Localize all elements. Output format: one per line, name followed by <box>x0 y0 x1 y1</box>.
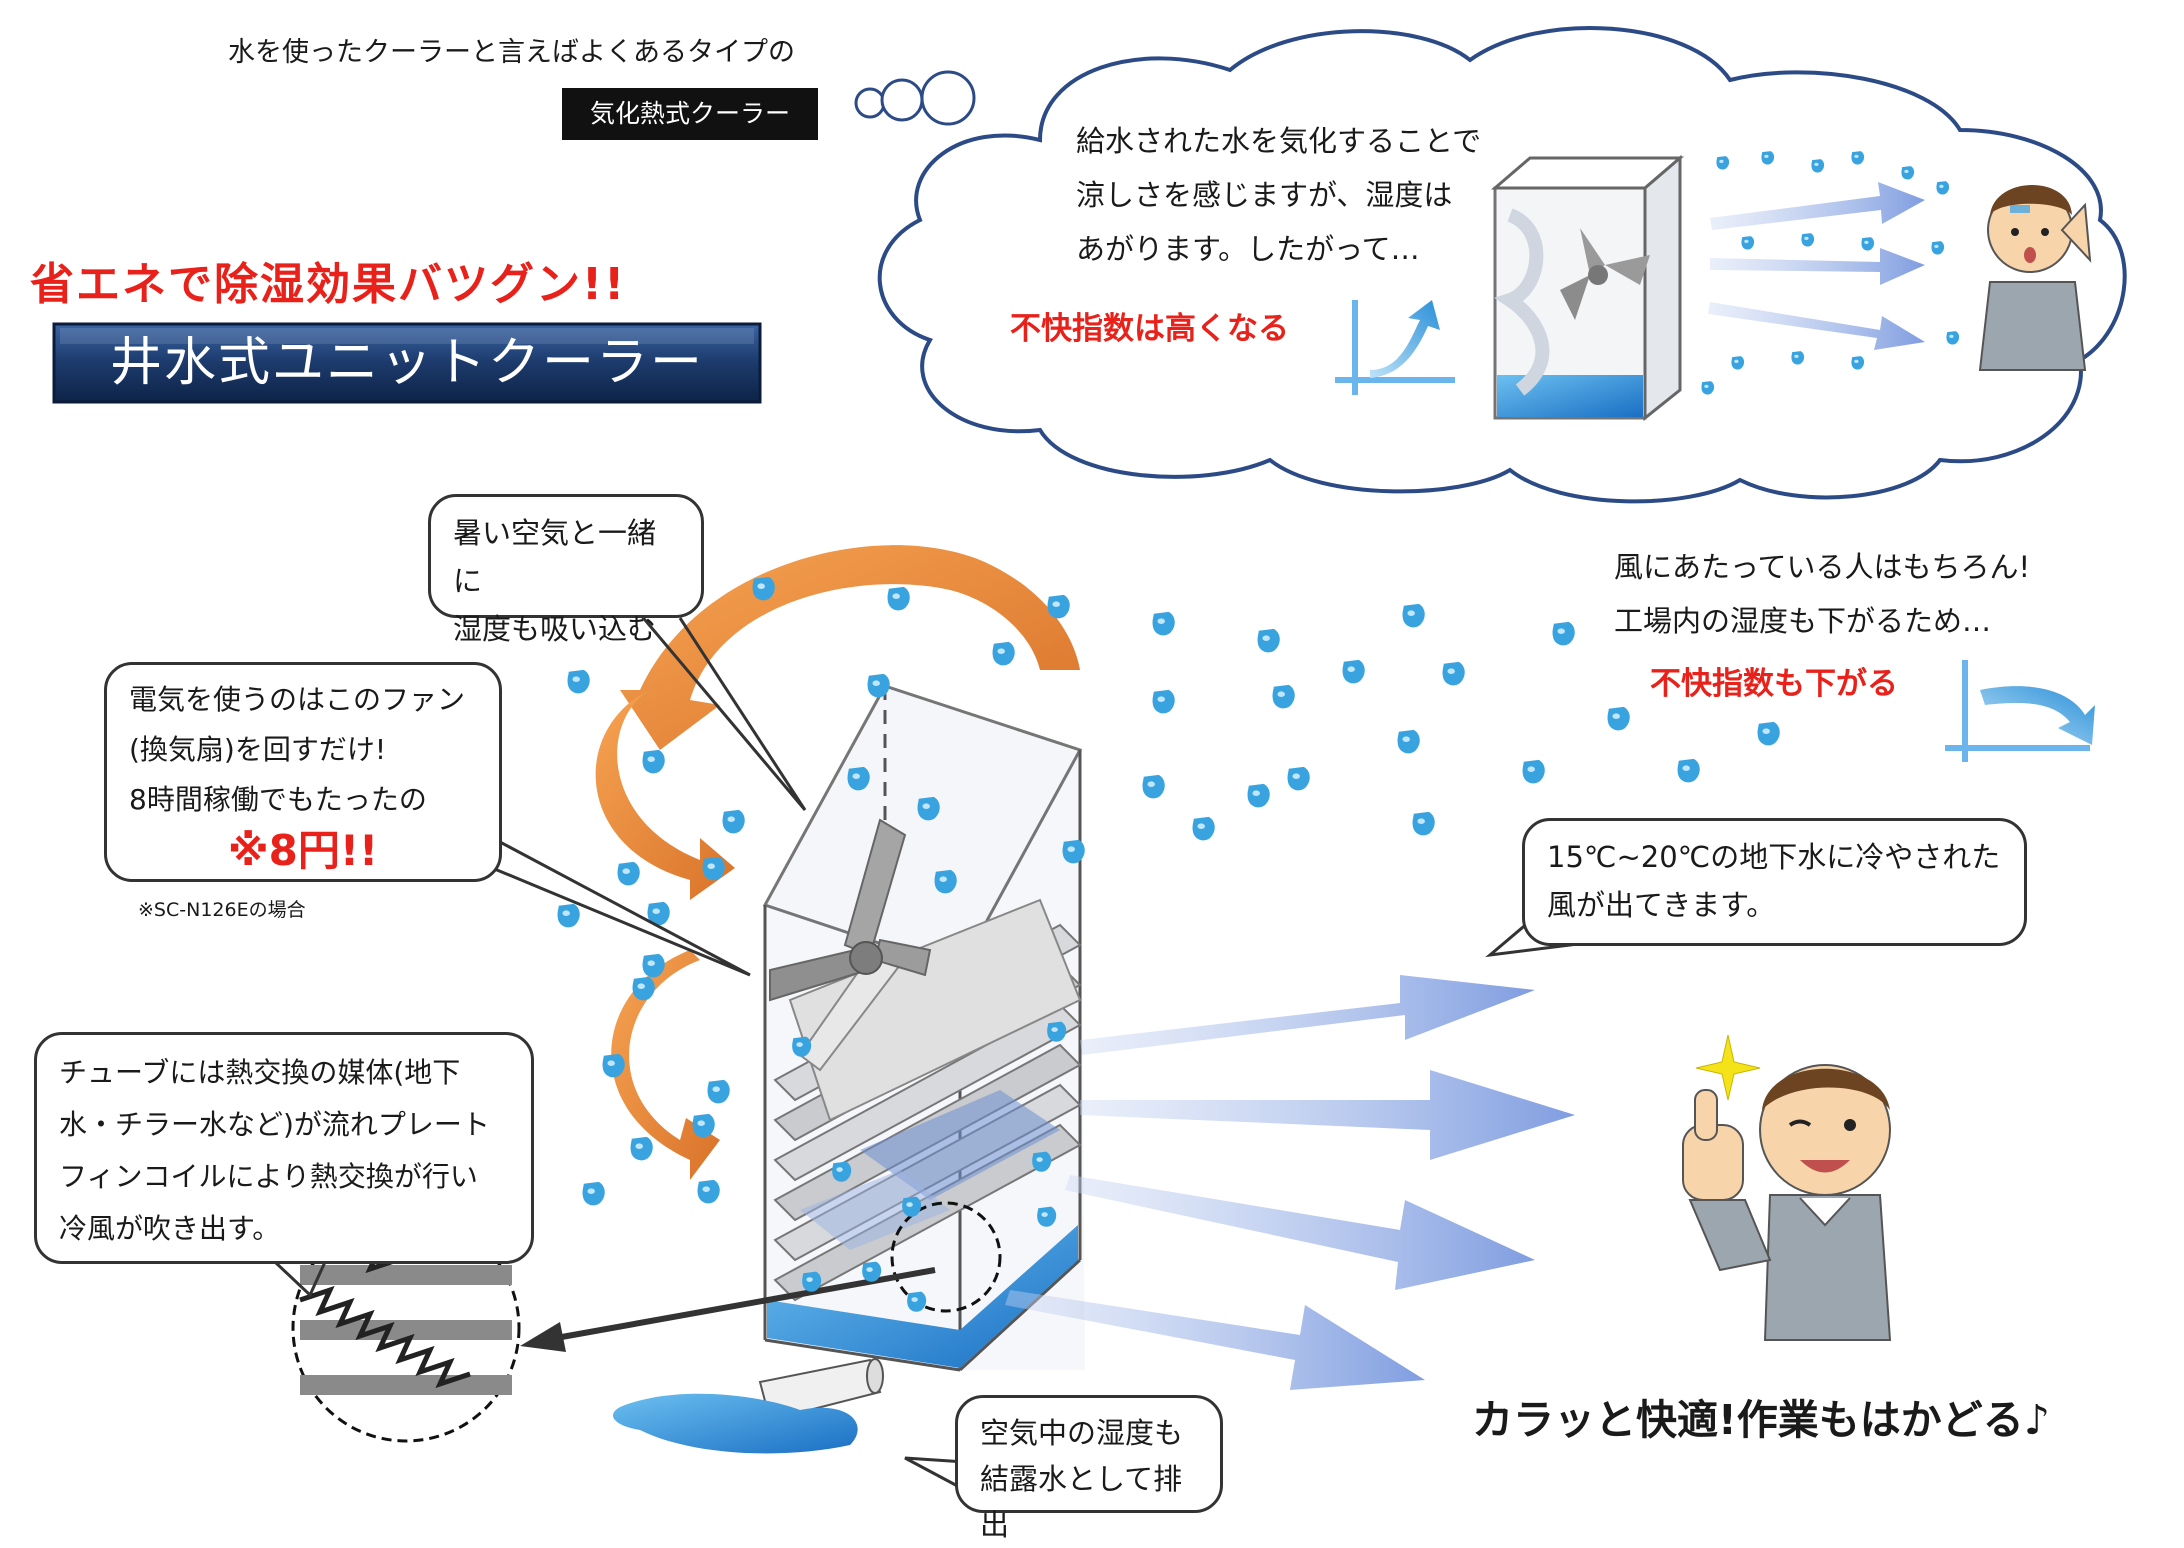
coil-detail-marker <box>890 1201 1002 1313</box>
coil-detail-magnified <box>291 1213 521 1443</box>
wind-line-1: 15℃~20℃の地下水に冷やされた <box>1547 840 2001 874</box>
intro-text: 水を使ったクーラーと言えばよくあるタイプの <box>228 37 795 68</box>
evaporative-cooler <box>1490 154 1685 422</box>
tube-line-4: 冷風が吹き出す。 <box>59 1212 281 1245</box>
cloud-description: 給水された水を気化することで 涼しさを感じますが、湿度は あがります。したがって… <box>1076 114 1481 276</box>
wind-callout: 15℃~20℃の地下水に冷やされた 風が出てきます。 <box>1522 818 2027 946</box>
slogan: カラッと快適!作業もはかどる♪ <box>1472 1396 2050 1444</box>
fan-icon <box>769 818 932 1072</box>
fan-line-1: 電気を使うのはこのファン <box>129 683 466 716</box>
fan-note: ※SC-N126Eの場合 <box>138 899 306 921</box>
fan-line-2: (換気扇)を回すだけ! <box>129 733 387 766</box>
fan-line-3: 8時間稼働でもたったの <box>129 783 427 816</box>
intake-line-2: 湿度も吸い込む <box>453 612 657 646</box>
cloud-line-3: あがります。したがって… <box>1076 232 1420 266</box>
cloud-wind-arrows <box>1708 182 1925 350</box>
intake-callout: 暑い空気と一緒に 湿度も吸い込む <box>428 494 704 646</box>
tube-line-1: チューブには熱交換の媒体(地下 <box>59 1056 461 1089</box>
drain-line-2: 結露水として排出 <box>980 1462 1183 1542</box>
fan-callout: 電気を使うのはこのファン (換気扇)を回すだけ! 8時間稼働でもたったの ※8円… <box>104 662 502 882</box>
cloud-line-1: 給水された水を気化することで <box>1076 124 1482 158</box>
happy-worker-avatar <box>1682 1064 1892 1341</box>
right-info-line-2: 工場内の湿度も下がるため… <box>1614 604 1992 638</box>
tube-line-3: フィンコイルにより熱交換が行い <box>59 1160 478 1193</box>
drain-line-1: 空気中の湿度も <box>980 1416 1184 1450</box>
product-title: 井水式ユニットクーラー <box>109 333 704 393</box>
sparkle-icon <box>1695 1034 1761 1101</box>
drain-callout: 空気中の湿度も 結露水として排出 <box>955 1395 1223 1542</box>
cloud-line-2: 涼しさを感じますが、湿度は <box>1076 178 1453 212</box>
thought-cloud <box>854 26 2127 504</box>
wind-line-2: 風が出てきます。 <box>1547 888 1776 922</box>
intake-line-1: 暑い空気と一緒に <box>453 516 657 598</box>
unit-cooler <box>613 684 1085 1454</box>
hot-worker-avatar <box>1978 185 2092 371</box>
right-info-result: 不快指数も下がる <box>1650 666 1898 702</box>
tube-callout: チューブには熱交換の媒体(地下 水・チラー水など)が流れプレート フィンコイルに… <box>34 1032 534 1264</box>
evaporative-cooler-label: 気化熱式クーラー <box>562 88 818 140</box>
cloud-result: 不快指数は高くなる <box>1010 311 1289 347</box>
right-info-line-1: 風にあたっている人はもちろん! <box>1614 550 2031 584</box>
cool-wind-arrows <box>1005 975 1575 1390</box>
right-info: 風にあたっている人はもちろん! 工場内の湿度も下がるため… <box>1614 540 2030 648</box>
catch-copy: 省エネで除湿効果バツグン!! <box>30 259 627 310</box>
graph-up-icon <box>1335 300 1455 395</box>
tube-line-2: 水・チラー水など)が流れプレート <box>59 1108 490 1141</box>
magnify-pointer <box>544 1267 936 1343</box>
product-title-bar <box>52 322 762 404</box>
graph-down-icon <box>1945 660 2095 762</box>
fan-price: ※8円!! <box>227 826 379 875</box>
